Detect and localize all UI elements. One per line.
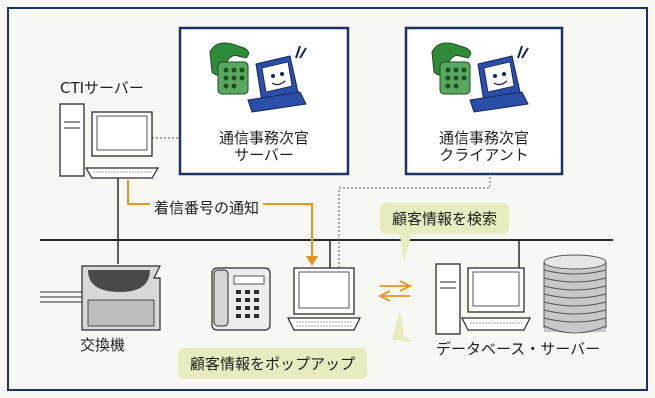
cti-server-computer-icon	[59, 103, 160, 179]
app-server-label: 通信事務次官 サーバー	[180, 129, 348, 165]
bidirectional-arrow-icon	[377, 280, 413, 302]
search-callout-tail	[392, 228, 412, 262]
db-server-computer-icon	[435, 263, 531, 335]
db-server-label: データベース・サーバー	[436, 340, 601, 358]
caller-notification-label: 着信番号の通知	[150, 199, 264, 218]
popup-callout: 顧客情報をポップアップ	[178, 348, 368, 379]
app-client-label-line1: 通信事務次官	[438, 129, 529, 147]
outer-frame	[7, 7, 648, 391]
app-server-label-line1: 通信事務次官	[218, 129, 309, 147]
pbx-label: 交換機	[80, 336, 126, 354]
app-client-label: 通信事務次官 クライアント	[406, 129, 562, 165]
app-server-label-line2: サーバー	[234, 146, 294, 165]
telephone-icon	[211, 267, 271, 331]
cti-server-label: CTIサーバー	[60, 79, 144, 97]
app-client-label-line2: クライアント	[439, 146, 529, 165]
customer-search-callout: 顧客情報を検索	[380, 203, 510, 234]
client-laptop-icon	[287, 267, 361, 331]
disk-storage-icon	[543, 254, 607, 334]
app-server-box	[178, 26, 350, 176]
mascot-client-icon	[431, 42, 529, 113]
notification-arrow	[127, 180, 313, 262]
popup-callout-tail	[392, 310, 414, 342]
notification-arrowhead	[306, 256, 318, 266]
pbx-switch-icon	[40, 265, 161, 331]
dotted-link-pc-appclient	[338, 174, 491, 268]
mascot-server-icon	[209, 42, 307, 113]
